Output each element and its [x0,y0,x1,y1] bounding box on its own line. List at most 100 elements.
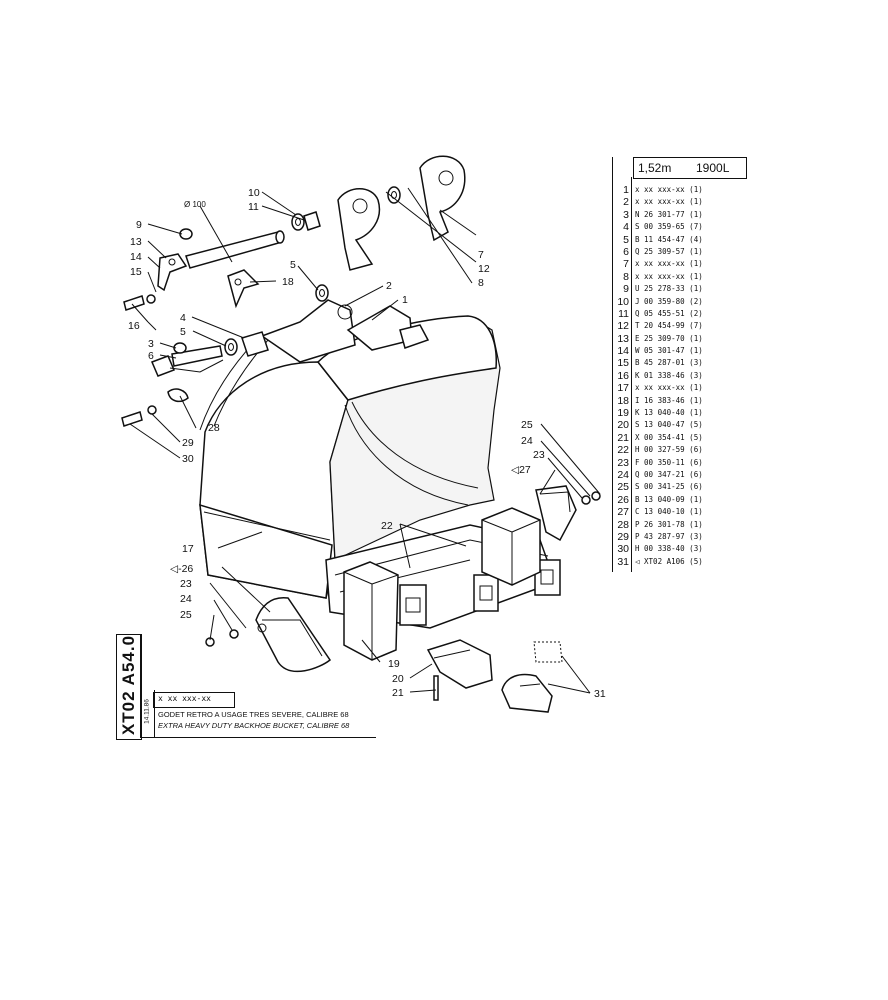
part-code: N 26 301-77 (1) [635,209,703,219]
callout-22: 22 [381,520,393,532]
part-code: C 13 040-10 (1) [635,507,703,517]
part-code: T 20 454-99 (7) [635,321,703,331]
part-number: 5 [623,233,629,246]
part-code: K 01 338-46 (3) [635,370,703,380]
part-number: 24 [617,468,629,481]
part-number: 12 [617,320,629,333]
parts-row: 1 x xx xxx-xx (1) [613,184,745,196]
table-divider [631,177,632,572]
callout-7: 7 [478,249,484,261]
callout-4: 4 [180,312,186,324]
part-number: 27 [617,506,629,519]
reference-code: x xx xxx-xx [158,694,211,703]
part-number: 4 [623,221,629,234]
callout-25-right: 25 [521,419,533,431]
part-number: 31 [617,555,629,568]
pin-and-bushings [121,155,466,427]
part-number: 2 [623,196,629,209]
part-code: P 26 301-78 (1) [635,519,703,529]
part-code: P 43 287-97 (3) [635,531,703,541]
part-code: x xx xxx-xx (1) [635,185,703,194]
parts-row: 29 P 43 287-97 (3) [613,531,745,543]
parts-table: 1,52m 1900L 1 x xx xxx-xx (1) 2 x xx xxx-xx… [612,157,747,572]
parts-row: 12 T 20 454-99 (7) [613,320,745,332]
callout-29: 29 [182,437,194,449]
part-code: H 00 338-40 (3) [635,544,703,554]
part-number: 26 [617,493,629,506]
part-number: 1 [623,184,629,196]
volume-label: 1900L [696,161,730,175]
part-code: S 00 341-25 (6) [635,482,703,492]
document-number-box: XT02 A54.0 [116,634,142,740]
part-code: Q 00 347-21 (6) [635,469,703,479]
part-code: x xx xxx-xx (1) [635,197,703,207]
callout-23-right: 23 [533,449,545,461]
part-number: 9 [623,283,629,296]
callout-3: 3 [148,338,154,350]
part-number: 3 [623,208,629,221]
part-code: K 13 040-40 (1) [635,408,703,418]
parts-row: 23 F 00 350-11 (6) [613,457,745,469]
parts-row: 24 Q 00 347-21 (6) [613,469,745,481]
parts-rows: 1 x xx xxx-xx (1) 2 x xx xxx-xx (1) 3 N 26 30… [613,184,745,568]
part-number: 22 [617,444,629,457]
part-number: 19 [617,407,629,420]
part-code: J 00 359-80 (2) [635,296,703,306]
part-number: 18 [617,394,629,407]
reference-box: x xx xxx-xx [153,692,235,708]
leader-lines [129,187,601,694]
part-code: ◁ XT02 A106 (5) [635,556,703,566]
callout-25-left: 25 [180,609,192,621]
callout-1: 1 [402,294,408,306]
part-code: U 25 278-33 (1) [635,284,703,294]
callout-21: 21 [392,687,404,699]
part-code: W 05 301-47 (1) [635,346,703,356]
part-number: 25 [617,481,629,494]
part-number: 23 [617,456,629,469]
callout-10: 10 [248,187,260,199]
part-number: 17 [617,382,629,395]
part-number: 29 [617,530,629,543]
document-number: XT02 A54.0 [119,634,138,736]
parts-table-header: 1,52m 1900L [633,157,747,179]
side-cutters [205,485,601,673]
callout-17: 17 [182,543,194,555]
parts-row: 10 J 00 359-80 (2) [613,296,745,308]
callout-15: 15 [130,266,142,278]
callout-5-upper: 5 [290,259,296,271]
part-number: 20 [617,419,629,432]
title-divider [140,634,141,738]
part-code: F 00 350-11 (6) [635,457,703,467]
part-code: Q 25 309-57 (1) [635,246,703,256]
callout-28: 28 [208,422,220,434]
callout-6: 6 [148,350,154,362]
part-code: Q 05 455-51 (2) [635,308,703,318]
part-number: 13 [617,332,629,345]
callout-8: 8 [478,277,484,289]
title-underline [140,737,376,738]
callout-24-left: 24 [180,593,192,605]
parts-row: 9 U 25 278-33 (1) [613,283,745,295]
callout-19: 19 [388,658,400,670]
part-number: 10 [617,295,629,308]
parts-row: 3 N 26 301-77 (1) [613,209,745,221]
part-code: S 13 040-47 (5) [635,420,703,430]
part-code: S 00 359-65 (7) [635,222,703,232]
part-code: x xx xxx-xx (1) [635,259,703,269]
parts-row: 19 K 13 040-40 (1) [613,407,745,419]
parts-row: 27 C 13 040-10 (1) [613,506,745,518]
title-english: EXTRA HEAVY DUTY BACKHOE BUCKET, CALIBRE… [158,721,350,730]
callout-31: 31 [594,688,606,700]
callout-13: 13 [130,236,142,248]
date-label: 14.11.86 [143,699,151,724]
part-code: x xx xxx-xx (1) [635,271,703,281]
